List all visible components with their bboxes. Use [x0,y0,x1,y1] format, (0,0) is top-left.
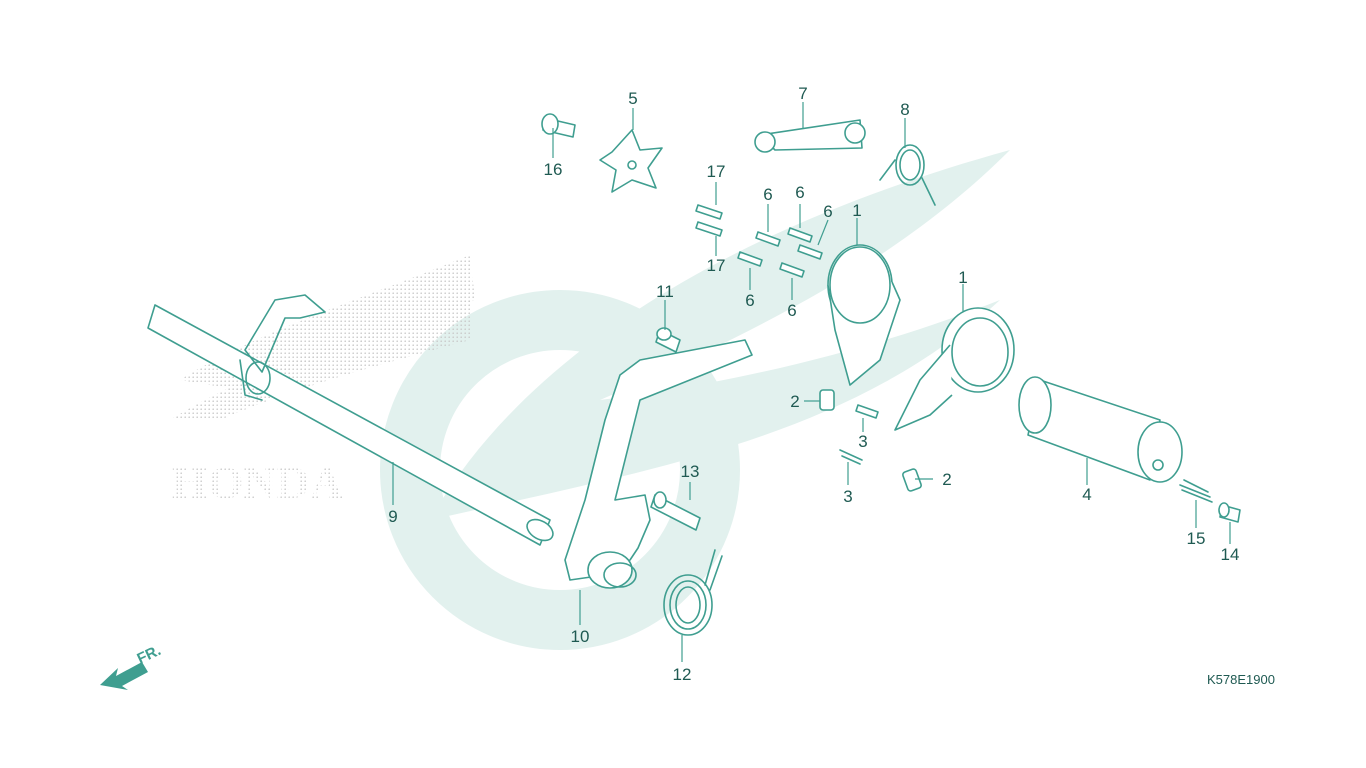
drawing-code: K578E1900 [1207,672,1275,687]
callout-9: 9 [388,507,397,526]
hex-bolt [541,113,576,138]
callout-17a: 17 [707,162,726,181]
callout-7: 7 [798,84,807,103]
callout-14: 14 [1221,545,1240,564]
callout-labels: 1 1 2 2 3 3 4 5 6 6 6 6 6 7 8 9 10 11 12… [388,84,1239,684]
cotter-pins [839,404,879,465]
callout-6b: 6 [795,183,804,202]
callout-3b: 3 [843,487,852,506]
stopper-spring [879,144,936,206]
spring-pin [650,491,701,531]
shift-fork-rear [827,244,901,386]
leader-lines [392,102,1231,662]
shift-drum [1018,376,1183,483]
callout-1b: 1 [958,268,967,287]
stopper-plate [599,129,663,193]
callout-10: 10 [571,627,590,646]
gearshift-spindle [147,294,554,546]
shift-fork-front [894,307,1015,431]
callout-4: 4 [1082,485,1091,504]
callout-3a: 3 [858,432,867,451]
callout-2b: 2 [942,470,951,489]
callout-2a: 2 [790,392,799,411]
callout-17b: 17 [707,256,726,275]
front-direction-arrow: FR. [100,642,164,690]
honda-logo-text: HONDA [172,457,343,508]
callout-16: 16 [544,160,563,179]
dowel-pins [695,204,823,278]
callout-6e: 6 [787,301,796,320]
callout-11: 11 [656,282,674,301]
callout-13: 13 [681,462,700,481]
callout-15: 15 [1187,529,1206,548]
callout-12: 12 [673,665,692,684]
return-spring [663,549,723,636]
stopper-arm [754,119,866,153]
callout-1a: 1 [852,201,861,220]
direction-label: FR. [135,642,164,668]
drum-cap [1218,502,1241,523]
fork-guide-pins [819,389,922,492]
callout-6a: 6 [763,185,772,204]
callout-8: 8 [900,100,909,119]
callout-5: 5 [628,89,637,108]
callout-6d: 6 [745,291,754,310]
drum-spring [1179,479,1213,503]
callout-6c: 6 [823,202,832,221]
gearshift-arm [564,339,753,589]
arrow-icon [100,662,148,690]
pin-bolt [655,327,681,353]
